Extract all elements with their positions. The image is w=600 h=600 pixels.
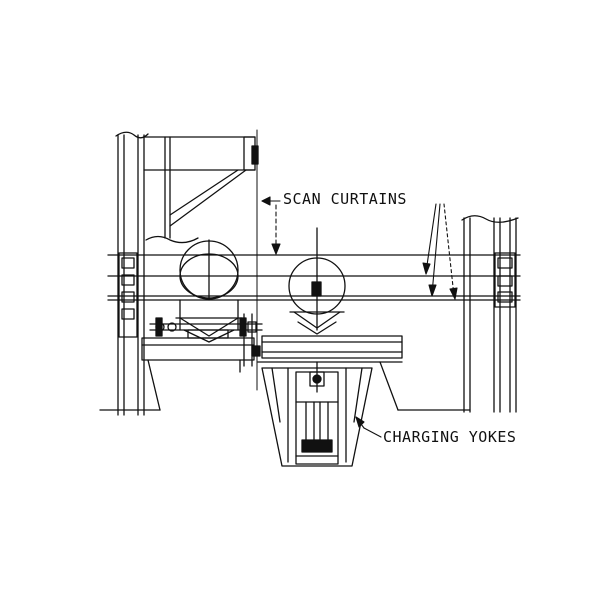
right-column [461,215,519,413]
center-roller [288,227,346,335]
upper-bracket [143,136,259,244]
center-table [257,335,471,411]
scan-curtains-label: SCAN CURTAINS [283,190,407,208]
charging-yokes-label: CHARGING YOKES [383,428,517,446]
left-column [115,131,149,416]
left-axle [149,317,263,339]
left-roller [175,239,243,343]
leader-arrows [261,196,458,438]
left-base [99,313,261,411]
charging-yoke [261,361,373,467]
